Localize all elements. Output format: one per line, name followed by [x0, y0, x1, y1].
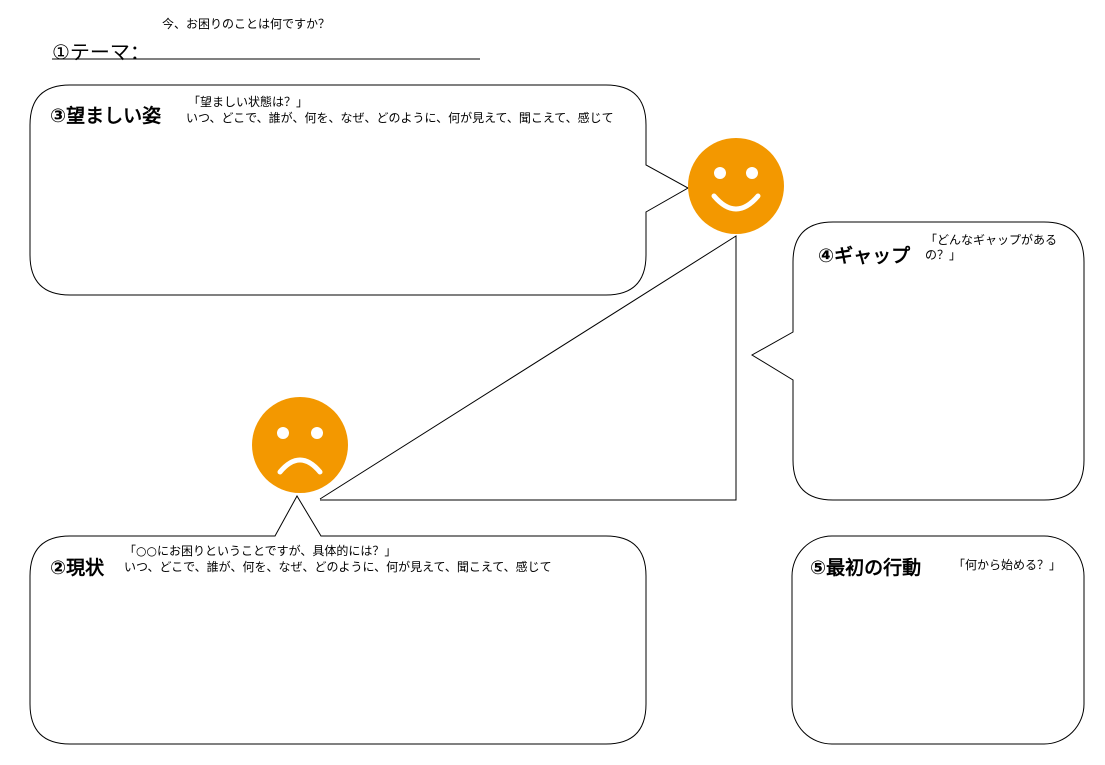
action-title: ⑤最初の行動 [810, 557, 922, 579]
action-box [791, 535, 1085, 745]
desired-callout [29, 84, 690, 296]
theme-question: 今、お困りのことは何ですか？ [162, 17, 331, 31]
current-title: ②現状 [50, 557, 105, 579]
gap-triangle [319, 235, 737, 501]
current-callout [29, 494, 647, 745]
theme-input[interactable] [150, 36, 478, 58]
gap-prompt-line2: の？」 [925, 248, 962, 262]
happy-face-icon [688, 138, 784, 234]
current-hint: いつ、どこで、誰が、何を、なぜ、どのように、何が見えて、聞こえて、感じて [124, 560, 552, 574]
desired-hint: いつ、どこで、誰が、何を、なぜ、どのように、何が見えて、聞こえて、感じて [186, 111, 614, 125]
desired-prompt: 「望ましい状態は？」 [188, 95, 309, 109]
desired-title: ③望ましい姿 [50, 105, 162, 127]
theme-label: ①テーマ： [52, 40, 150, 64]
current-prompt: 「○○にお困りということですが、具体的には？」 [124, 544, 397, 558]
gap-prompt-line1: 「どんなギャップがある [925, 233, 1058, 247]
action-prompt: 「何から始める？」 [953, 558, 1062, 572]
sad-face-icon [252, 397, 348, 493]
gap-title: ④ギャップ [818, 245, 911, 267]
gap-callout [751, 221, 1085, 501]
